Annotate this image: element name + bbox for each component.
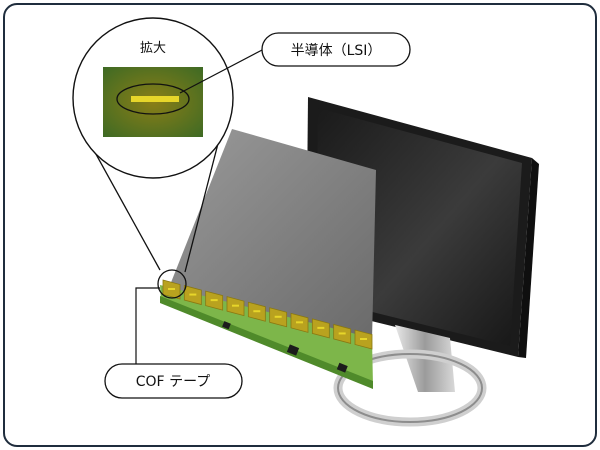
monitor-stand <box>333 325 487 427</box>
pcb-chip <box>286 344 300 356</box>
lsi-leader-line <box>179 48 265 94</box>
lsi-highlight-ellipse <box>116 83 190 115</box>
cof-tab-lsi <box>338 332 346 335</box>
lcd-panel <box>168 129 376 340</box>
cof-tab-lsi <box>317 326 325 329</box>
cof-tab-lsi <box>296 321 303 324</box>
zoom-target-circle <box>157 269 187 299</box>
cof-tab-lsi <box>168 288 175 290</box>
cof-leader-line <box>135 287 160 378</box>
cof-assembly <box>160 279 373 389</box>
cof-tab-lsi <box>253 310 261 313</box>
lsi-callout <box>261 32 411 67</box>
zoom-line-right <box>184 127 223 273</box>
cof-callout-label: COF テープ <box>136 374 210 390</box>
cof-tab-lsi <box>232 304 239 307</box>
zoom-label: 拡大 <box>140 41 166 56</box>
cof-tabs <box>162 279 373 350</box>
pcb-edge <box>160 296 373 389</box>
zoom-bubble: 拡大 <box>72 17 234 179</box>
monitor-side <box>518 158 539 358</box>
pcb-chip <box>336 362 348 373</box>
cof-tab-lsi <box>189 293 197 296</box>
cof-tab-lsi <box>274 315 282 318</box>
lsi-callout-label: 半導体（LSI） <box>291 43 382 59</box>
cof-tab-lsi <box>210 299 218 302</box>
cof-callout <box>104 363 243 399</box>
pcb-chip <box>222 321 231 330</box>
stand-base-edge <box>337 353 483 423</box>
cof-tab-lsi <box>360 338 367 340</box>
lsi-chip <box>131 96 179 102</box>
